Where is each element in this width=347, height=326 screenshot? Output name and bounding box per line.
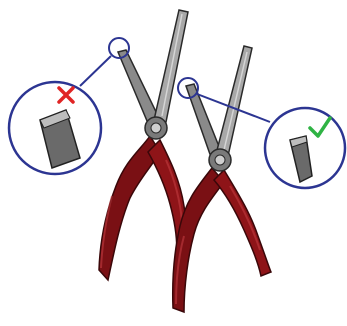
right-pliers-handle-front	[214, 170, 271, 276]
left-pliers-jaw-front	[154, 10, 188, 122]
left-callout-leader	[80, 56, 111, 86]
left-callout	[9, 38, 129, 174]
right-pliers-jaw-back	[186, 84, 222, 160]
left-pliers	[99, 10, 188, 280]
right-pliers-jaw-front	[216, 46, 252, 156]
right-pliers	[173, 46, 271, 312]
left-pliers-jaw-back	[118, 50, 160, 128]
